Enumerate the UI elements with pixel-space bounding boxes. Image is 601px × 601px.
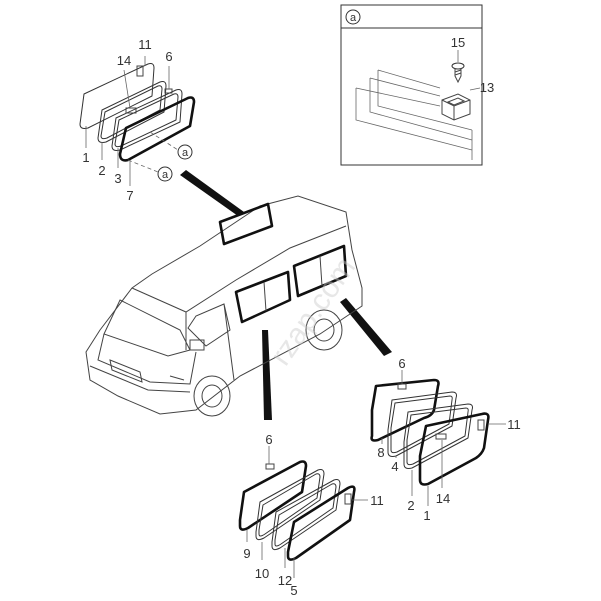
clip-icon bbox=[441, 93, 471, 121]
clip-6-icon bbox=[164, 88, 173, 94]
part-label-6: 6 bbox=[265, 432, 272, 447]
van-illustration bbox=[85, 195, 363, 417]
part-label-5: 5 bbox=[290, 583, 297, 598]
part-label-10: 10 bbox=[255, 566, 269, 581]
clip-11-icon bbox=[136, 65, 144, 77]
ref-a-label-1: a bbox=[182, 147, 189, 159]
part-label-6: 6 bbox=[398, 356, 405, 371]
part-label-11: 11 bbox=[370, 493, 384, 508]
watermark: rzap.com bbox=[264, 252, 362, 372]
part-label-7: 7 bbox=[126, 188, 133, 203]
part-label-15: 15 bbox=[451, 35, 465, 50]
part-label-2: 2 bbox=[98, 163, 105, 178]
part-label-6: 6 bbox=[165, 49, 172, 64]
ref-a-circle bbox=[345, 9, 361, 25]
part-label-1: 1 bbox=[423, 508, 430, 523]
screw-icon bbox=[451, 62, 465, 84]
part-label-2: 2 bbox=[407, 498, 414, 513]
part-label-8: 8 bbox=[377, 445, 384, 460]
part-label-14: 14 bbox=[117, 53, 131, 68]
ref-a-label-2: a bbox=[162, 169, 169, 181]
part-label-9: 9 bbox=[243, 546, 250, 561]
detail-inset: a 15 13 bbox=[340, 4, 494, 166]
part-label-13: 13 bbox=[480, 80, 494, 95]
middle-side-window-group: 6 11 9 10 12 5 bbox=[238, 432, 384, 598]
part-label-1: 1 bbox=[82, 150, 89, 165]
part-label-4: 4 bbox=[391, 459, 398, 474]
rear-side-window-group: 6 11 8 4 2 14 1 bbox=[370, 356, 521, 523]
clip-14-icon bbox=[125, 107, 137, 114]
part-label-3: 3 bbox=[114, 171, 121, 186]
inset-ref-label: a bbox=[350, 12, 357, 24]
part-label-14: 14 bbox=[436, 491, 450, 506]
part-label-11: 11 bbox=[138, 37, 152, 52]
rear-window-group: a a 11 14 6 1 2 3 7 bbox=[79, 37, 196, 203]
part-label-11: 11 bbox=[507, 417, 521, 432]
part-label-12: 12 bbox=[278, 573, 292, 588]
